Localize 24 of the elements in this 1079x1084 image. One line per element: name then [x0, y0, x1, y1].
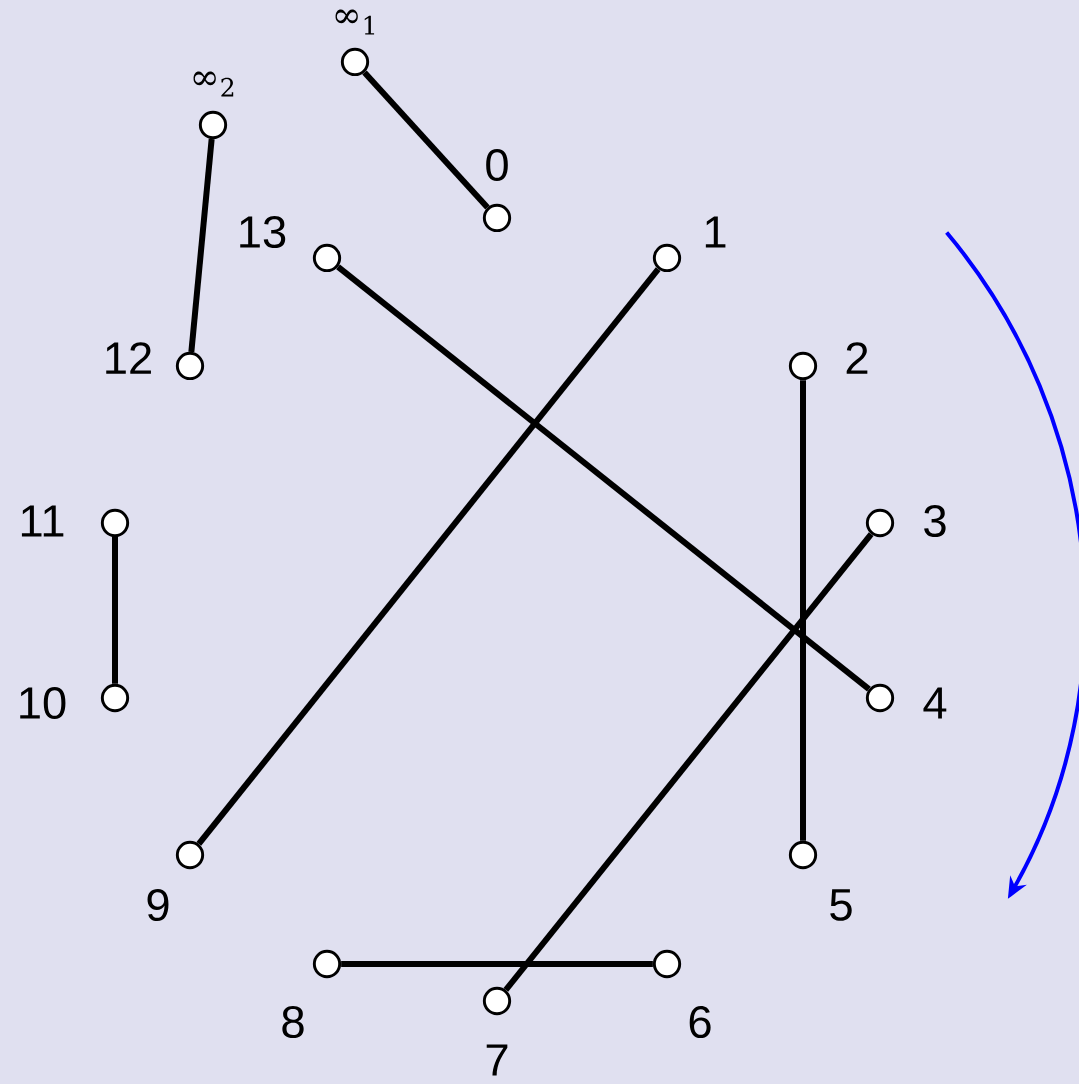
node-label: 2	[846, 342, 868, 374]
node-label: 3	[924, 504, 946, 538]
node-label: 12	[106, 342, 151, 374]
edge-line	[800, 380, 806, 841]
node-label: 13	[240, 215, 286, 249]
node-label: 6	[689, 1005, 711, 1039]
edge-line	[112, 537, 118, 684]
edge-line	[362, 70, 490, 210]
node-label: 1	[705, 216, 726, 248]
edge-line	[341, 961, 653, 967]
node-label: 9	[147, 888, 169, 922]
node-label: 10	[20, 686, 66, 720]
node-label: 8	[282, 1005, 304, 1039]
node-label: ∞$_{1}$	[335, 9, 375, 35]
edge-line	[336, 264, 871, 692]
node-label: ∞$_{2}$	[193, 71, 234, 97]
node-label: 11	[21, 505, 64, 537]
edge-line	[196, 267, 661, 846]
edge-line	[188, 138, 215, 353]
node-label: 0	[486, 148, 508, 182]
node-label: 5	[830, 889, 852, 921]
edge-line	[503, 532, 874, 992]
node-label: 4	[923, 687, 947, 719]
node-label: 7	[486, 1044, 508, 1076]
